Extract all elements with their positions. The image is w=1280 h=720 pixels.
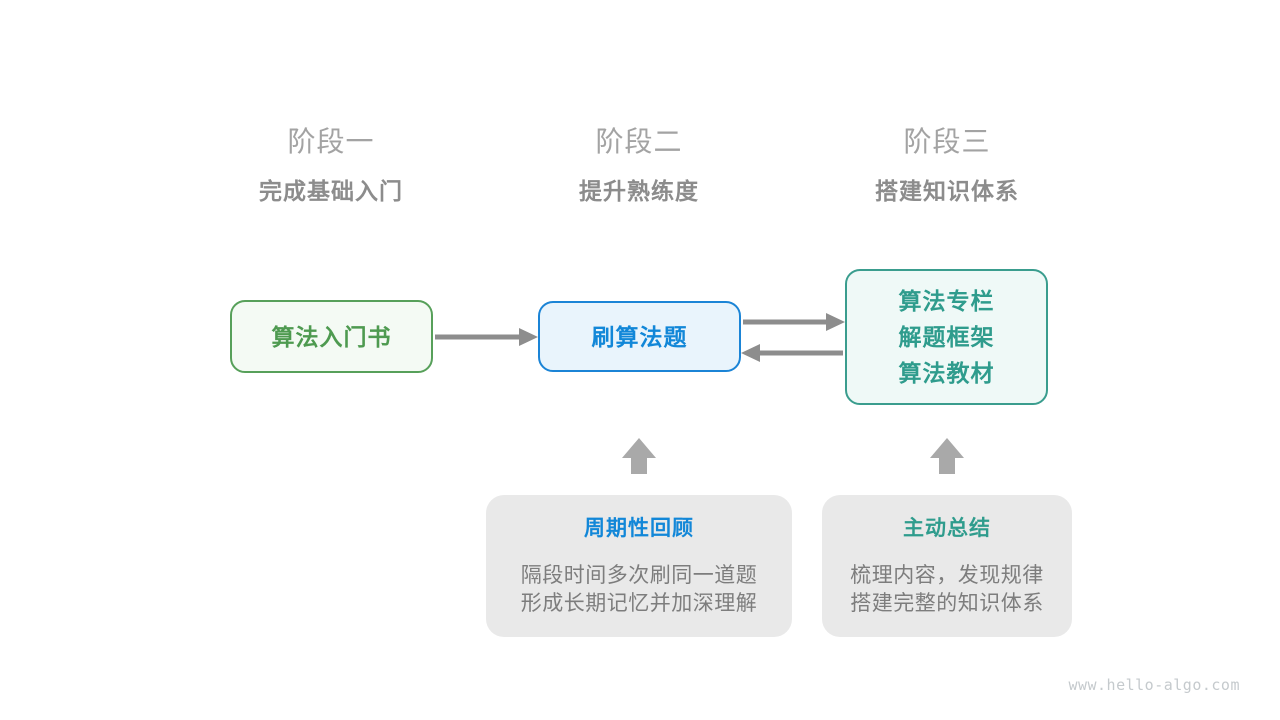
- arrow-summary-up-icon: [930, 438, 964, 474]
- node-resources-line-1: 算法专栏: [898, 288, 995, 314]
- stage-3-label: 阶段三: [903, 126, 991, 157]
- callout-periodic-review-line-2: 形成长期记忆并加深理解: [520, 592, 758, 615]
- callout-periodic-review-line-1: 隔段时间多次刷同一道题: [520, 564, 758, 587]
- stage-1-label: 阶段一: [287, 126, 375, 157]
- node-practice-label: 刷算法题: [591, 323, 688, 350]
- arrow-intro-to-practice: [435, 328, 538, 346]
- node-resources: 算法专栏 解题框架 算法教材: [845, 269, 1048, 405]
- callout-active-summary-line-1: 梳理内容，发现规律: [850, 564, 1044, 587]
- callout-periodic-review-title: 周期性回顾: [584, 517, 694, 540]
- stage-header-3: 阶段三 搭建知识体系: [797, 124, 1097, 206]
- callout-active-summary-title: 主动总结: [903, 517, 991, 540]
- stage-header-1: 阶段一 完成基础入门: [181, 124, 481, 206]
- arrow-resources-to-practice: [741, 344, 843, 362]
- node-resources-line-3: 算法教材: [898, 360, 995, 386]
- callout-active-summary: 主动总结 梳理内容，发现规律 搭建完整的知识体系: [822, 495, 1072, 637]
- node-practice: 刷算法题: [538, 301, 741, 372]
- callout-periodic-review: 周期性回顾 隔段时间多次刷同一道题 形成长期记忆并加深理解: [486, 495, 792, 637]
- stage-header-2: 阶段二 提升熟练度: [489, 124, 789, 206]
- node-intro-book: 算法入门书: [230, 300, 433, 373]
- callout-active-summary-line-2: 搭建完整的知识体系: [850, 592, 1044, 615]
- arrow-practice-to-resources: [743, 313, 845, 331]
- stage-2-subtitle: 提升熟练度: [579, 178, 699, 204]
- node-resources-line-2: 解题框架: [898, 324, 995, 350]
- node-intro-book-label: 算法入门书: [271, 323, 392, 350]
- arrow-review-up-icon: [622, 438, 656, 474]
- stage-1-subtitle: 完成基础入门: [259, 178, 403, 204]
- stage-2-label: 阶段二: [595, 126, 683, 157]
- watermark-url: www.hello-algo.com: [1068, 676, 1240, 694]
- stage-3-subtitle: 搭建知识体系: [875, 178, 1019, 204]
